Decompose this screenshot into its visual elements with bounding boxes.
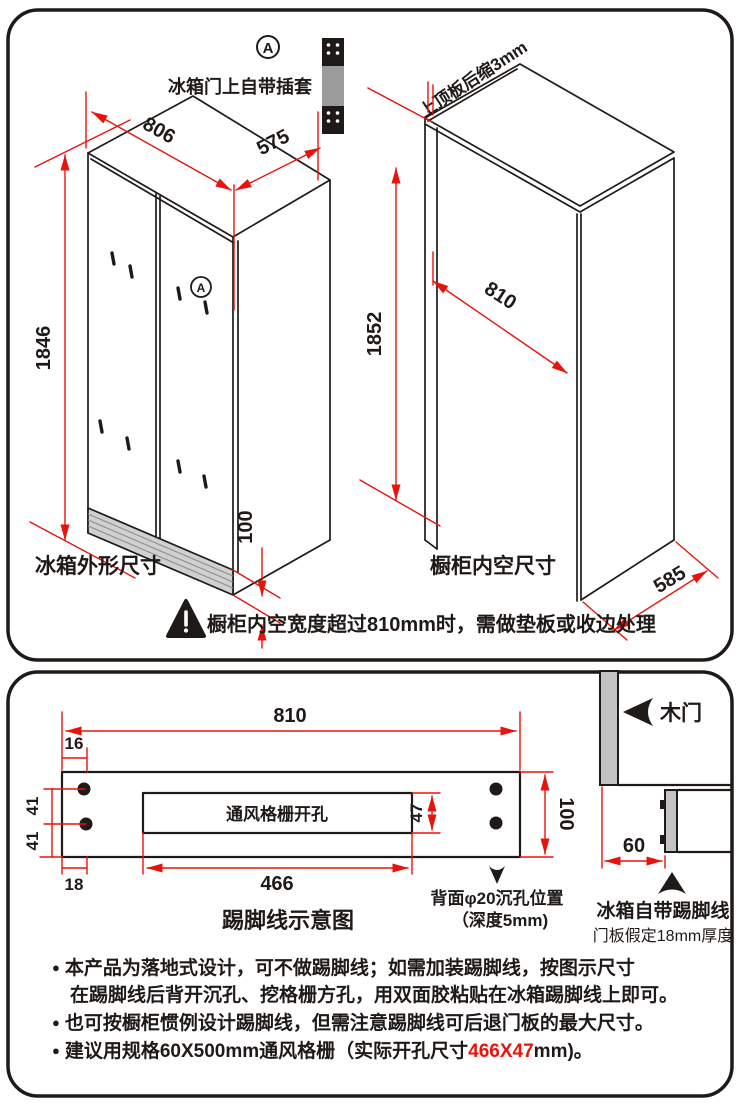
hole-pitch-lower-dim: 41 xyxy=(23,832,42,851)
hole-offset-bottom-dim: 18 xyxy=(65,875,84,894)
hole-pitch-upper-dim: 41 xyxy=(23,797,42,816)
fridge-drawing: A 1846 806 575 100 xyxy=(29,91,331,649)
note-2-text: 也可按橱柜惯例设计踢脚线，但需注意踢脚线可后退门板的最大尺寸。 xyxy=(64,1013,654,1034)
bullet-dot: ● xyxy=(52,960,60,975)
door-socket-marks xyxy=(98,251,209,489)
note-1-line-1: ● 本产品为落地式设计，可不做踢脚线；如需加装踢脚线，按图示尺寸 xyxy=(52,954,728,982)
wood-door-label: 木门 xyxy=(659,701,702,725)
note-1-text-b: 在踢脚线后背开沉孔、挖格栅方孔，用双面胶粘贴在冰箱踢脚线上即可。 xyxy=(70,985,679,1006)
installation-notes: ● 本产品为落地式设计，可不做踢脚线；如需加装踢脚线，按图示尺寸 在踢脚线后背开沉… xyxy=(52,954,728,1065)
power-socket-icon xyxy=(322,38,344,134)
plate-total-width-dim: 810 xyxy=(273,705,306,727)
warning-row: 橱柜内空宽度超过810mm时，需做垫板或收边处理 xyxy=(166,599,656,638)
kick-plate-drawing: 810 通风格栅开孔 16 41 41 18 466 xyxy=(23,705,577,933)
cabinet-height-dim: 1852 xyxy=(364,312,386,357)
legend-marker-a: A xyxy=(263,40,274,57)
wood-door-panel xyxy=(599,670,619,786)
door-setback-dim: 60 xyxy=(623,835,645,857)
kickline-pointer-icon xyxy=(658,872,686,894)
plate-height-dim: 100 xyxy=(555,797,577,830)
cabinet-drawing: 1852 810 585 xyxy=(359,63,719,641)
fridge-dimensions: 1846 806 575 100 xyxy=(29,91,321,649)
hole-offset-top-dim: 16 xyxy=(65,734,84,753)
note-1-text-a: 本产品为落地式设计，可不做踢脚线；如需加装踢脚线，按图示尺寸 xyxy=(64,958,635,979)
bottom-panel-frame xyxy=(6,670,734,1098)
door-socket-legend: A 冰箱门上自带插套 xyxy=(168,35,344,134)
grille-height-dim: 47 xyxy=(407,804,426,823)
note-3-line: ● 建议用规格60X500mm通风格栅（实际开孔尺寸466X47mm)。 xyxy=(52,1037,728,1065)
legend-socket-label: 冰箱门上自带插套 xyxy=(168,76,312,97)
note-3-text-pre: 建议用规格60X500mm通风格栅（实际开孔尺寸 xyxy=(64,1041,469,1062)
fridge-kickline-label: 冰箱自带踢脚线 xyxy=(596,899,729,922)
grille-width-dim: 466 xyxy=(260,873,293,895)
note-1-line-2: 在踢脚线后背开沉孔、挖格栅方孔，用双面胶粘贴在冰箱踢脚线上即可。 xyxy=(52,982,728,1009)
door-setback-detail: 木门 60 冰箱自带踢脚线 门板假定18mm厚度 xyxy=(593,670,733,945)
wood-door-pointer-icon xyxy=(623,698,653,726)
note-3-text-post: mm)。 xyxy=(533,1041,593,1062)
fridge-kick-height-dim: 100 xyxy=(235,510,257,543)
bullet-dot: ● xyxy=(52,1043,60,1058)
fridge-door-marker-a: A xyxy=(197,281,206,295)
door-thickness-note: 门板假定18mm厚度 xyxy=(593,927,733,945)
fridge-kickline-strip xyxy=(664,789,678,853)
note-2-line: ● 也可按橱柜惯例设计踢脚线，但需注意踢脚线可后退门板的最大尺寸。 xyxy=(52,1009,728,1037)
note-3-text-red: 466X47 xyxy=(468,1041,534,1062)
counterbore-note-line2: （深度5mm) xyxy=(452,910,548,930)
warning-icon xyxy=(166,599,206,638)
kick-plate-title: 踢脚线示意图 xyxy=(222,908,354,933)
fridge-title: 冰箱外形尺寸 xyxy=(35,554,161,578)
counterbore-pointer-icon xyxy=(489,866,505,884)
counterbore-note-line1: 背面φ20沉孔位置 xyxy=(430,888,563,908)
grille-opening-label: 通风格栅开孔 xyxy=(226,804,328,824)
bullet-dot: ● xyxy=(52,1015,60,1030)
fridge-height-dim: 1846 xyxy=(33,326,55,371)
cabinet-title: 橱柜内空尺寸 xyxy=(430,554,556,578)
warning-text: 橱柜内空宽度超过810mm时，需做垫板或收边处理 xyxy=(207,612,656,636)
